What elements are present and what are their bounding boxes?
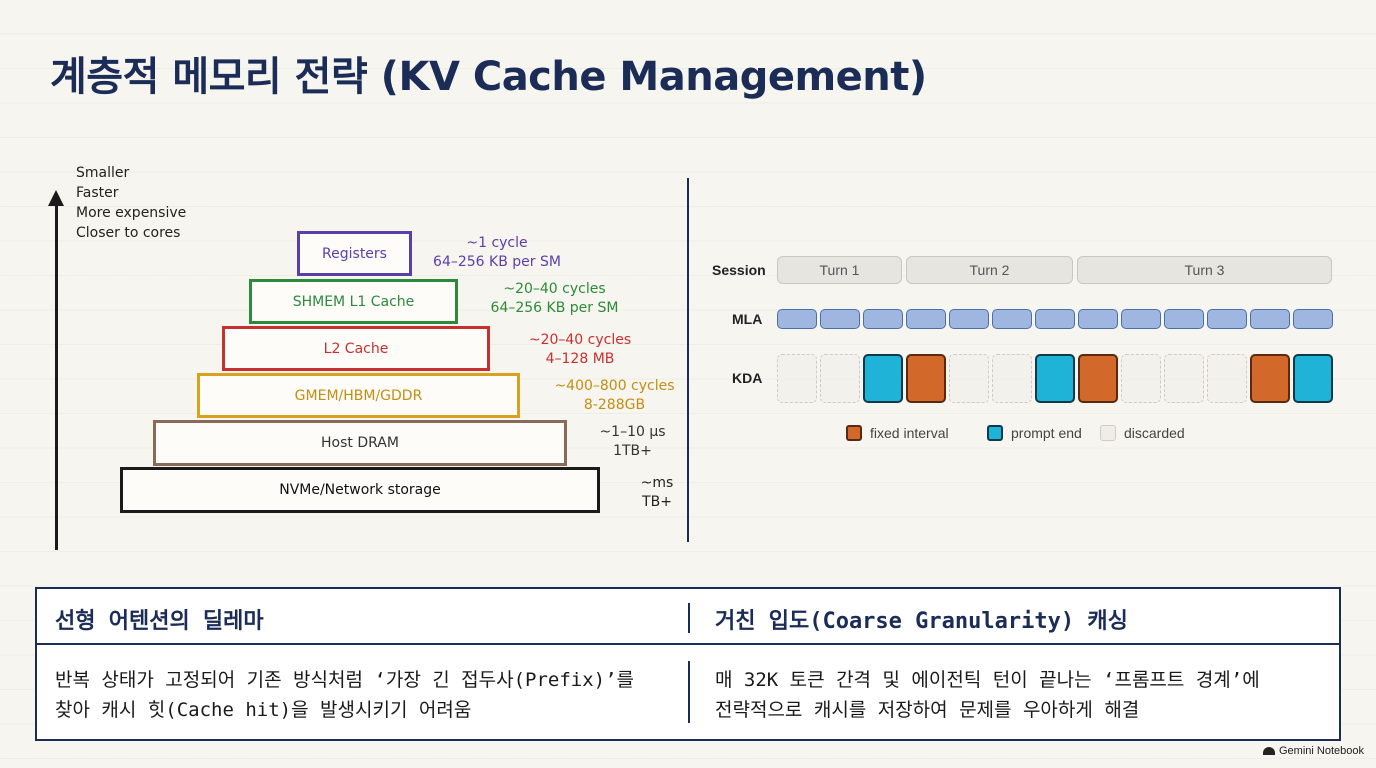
section-divider [687,178,689,542]
tier-label: SHMEM L1 Cache [292,293,415,310]
axis-label: Faster [76,185,119,201]
row-label-kda: KDA [732,370,763,386]
tier-label: Host DRAM [321,435,399,451]
arrow-up-icon [48,190,64,206]
kda-block-discarded [992,354,1032,403]
tier-registers: Registers [297,231,412,276]
legend-label: discarded [1124,425,1185,441]
kda-block-fixed-interval [1078,354,1118,403]
kda-block-prompt-end [1035,354,1075,403]
row-label-mla: MLA [732,311,763,327]
kda-block-fixed-interval [906,354,946,403]
turn-box: Turn 1 [777,256,902,284]
mla-block [906,309,946,329]
mla-block [1293,309,1333,329]
legend-prompt-end: prompt end [987,425,1082,441]
kda-block-fixed-interval [1250,354,1290,403]
axis-label: Closer to cores [76,225,181,241]
kda-block-discarded [777,354,817,403]
kda-block-discarded [820,354,860,403]
tier-note: ~1 cycle 64–256 KB per SM [433,235,561,270]
table-heading-right: 거친 입도(Coarse Granularity) 캐싱 [715,609,1128,634]
tier-note: ~20–40 cycles 64–256 KB per SM [490,281,619,316]
table-header-rule [37,643,1339,645]
axis-label: Smaller [76,165,130,181]
tier-l2-cache: L2 Cache [222,326,490,371]
tier-shmem-l1: SHMEM L1 Cache [249,279,458,324]
kda-block-discarded [1207,354,1247,403]
legend-label: fixed interval [870,425,949,441]
tier-note: ~1–10 µs 1TB+ [599,424,666,459]
mla-block [1121,309,1161,329]
legend-swatch [1100,425,1116,441]
table-cell-left: 반복 상태가 고정되어 기존 방식처럼 ‘가장 긴 접두사(Prefix)’를 … [55,669,635,721]
legend-label: prompt end [1011,425,1082,441]
legend-swatch [846,425,862,441]
mla-block [777,309,817,329]
tier-label: NVMe/Network storage [279,482,441,498]
mla-block [1078,309,1118,329]
kda-block-discarded [1121,354,1161,403]
mla-block [1164,309,1204,329]
axis-label: More expensive [76,205,187,221]
hierarchy-axis [55,200,58,550]
tier-note: ~ms TB+ [640,475,674,510]
tier-label: L2 Cache [323,340,389,357]
legend-swatch [987,425,1003,441]
turn-box: Turn 3 [1077,256,1332,284]
tier-note: ~20–40 cycles 4–128 MB [528,332,632,367]
comparison-table: 선형 어텐션의 딜레마 거친 입도(Coarse Granularity) 캐싱… [35,587,1341,741]
column-divider [688,603,690,633]
mla-block [863,309,903,329]
gemini-logo-icon [1263,747,1275,755]
kda-block-prompt-end [863,354,903,403]
column-divider [688,661,690,723]
mla-block [949,309,989,329]
legend-fixed-interval: fixed interval [846,425,949,441]
tier-host-dram: Host DRAM [153,420,567,466]
tier-gmem: GMEM/HBM/GDDR [197,373,520,418]
table-cell-right: 매 32K 토큰 간격 및 에이전틱 턴이 끝나는 ‘프롬프트 경계’에 전략적… [715,669,1260,721]
page-title: 계층적 메모리 전략 (KV Cache Management) [50,54,927,100]
axis-labels: Smaller Faster More expensive Closer to … [76,163,186,243]
turn-box: Turn 2 [906,256,1073,284]
legend-discarded: discarded [1100,425,1185,441]
tier-label: GMEM/HBM/GDDR [294,387,423,404]
tier-note: ~400–800 cycles 8-288GB [554,378,675,413]
mla-block [820,309,860,329]
mla-block [1207,309,1247,329]
mla-block [1035,309,1075,329]
kda-block-prompt-end [1293,354,1333,403]
mla-block [1250,309,1290,329]
tier-nvme: NVMe/Network storage [120,467,600,513]
tier-label: Registers [322,245,387,262]
table-heading-left: 선형 어텐션의 딜레마 [55,609,264,634]
brand-watermark: Gemini Notebook [1263,745,1364,757]
row-label-session: Session [712,262,766,278]
mla-block [992,309,1032,329]
kda-block-discarded [949,354,989,403]
kda-block-discarded [1164,354,1204,403]
